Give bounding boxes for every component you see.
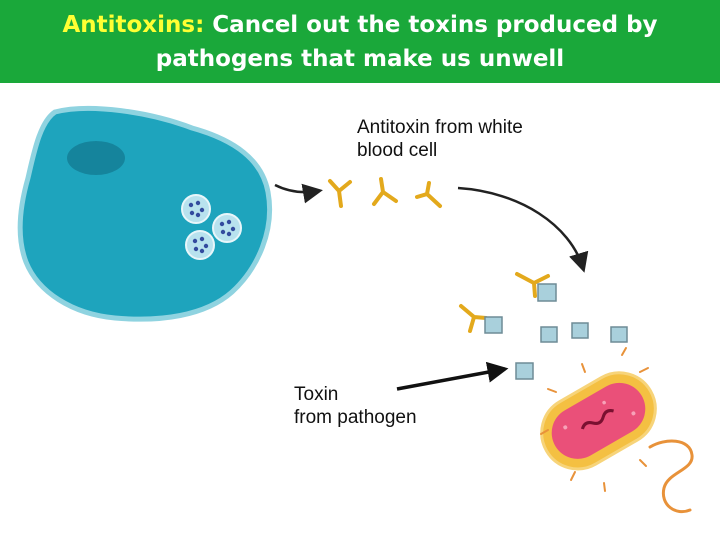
pathogen-cytoplasm	[551, 382, 646, 459]
binding-arrow	[457, 186, 589, 273]
cell-nucleus	[67, 141, 125, 175]
free-antitoxins	[328, 177, 442, 208]
antitoxin	[372, 177, 398, 206]
title-lead: Antitoxins:	[62, 12, 205, 38]
immune-diagram	[17, 105, 694, 513]
toxin	[571, 322, 589, 339]
pathogen-dna	[580, 409, 614, 430]
toxin	[540, 326, 558, 343]
toxin-pointer-arrow	[396, 361, 509, 391]
toxin-label: Toxin from pathogen	[294, 383, 474, 429]
release-arrow	[274, 183, 323, 204]
antitoxin-toxin-complex	[515, 272, 557, 302]
antitoxin	[328, 179, 352, 208]
vesicle-group	[181, 194, 242, 260]
toxin	[515, 362, 534, 380]
toxin	[484, 316, 503, 334]
vesicle	[212, 213, 242, 243]
toxin-label-line2: from pathogen	[294, 407, 417, 428]
pathogen	[540, 347, 694, 513]
toxin	[537, 283, 557, 302]
antitoxin-toxin-complex	[459, 304, 503, 334]
antitoxin-label-line2: blood cell	[357, 140, 438, 161]
flagellum	[648, 439, 694, 513]
title-banner: Antitoxins: Cancel out the toxins produc…	[0, 0, 720, 83]
vesicle	[185, 230, 215, 260]
vesicle	[181, 194, 211, 224]
white-blood-cell	[17, 105, 273, 322]
toxin-label-line1: Toxin	[294, 384, 339, 405]
antitoxin-label-line1: Antitoxin from white	[357, 117, 523, 138]
antitoxin	[415, 181, 442, 208]
antitoxin-label: Antitoxin from white blood cell	[357, 116, 587, 162]
cell-membrane	[17, 105, 273, 322]
free-toxins	[515, 322, 628, 380]
title-rest: Cancel out the toxins produced by pathog…	[155, 12, 658, 72]
toxin	[610, 326, 628, 343]
